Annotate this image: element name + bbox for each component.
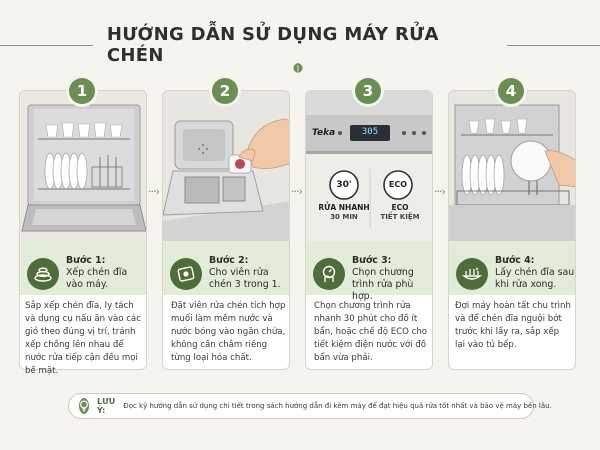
step-4-label: Bước 4: bbox=[495, 255, 535, 266]
step-2-heading: Bước 2: Cho viên rửa chén 3 trong 1. bbox=[209, 255, 289, 291]
step-1-heading: Bước 1: Xếp chén đĩa vào máy. bbox=[66, 255, 144, 291]
step-number-4: 4 bbox=[498, 78, 524, 104]
quick-30-icon: 30' bbox=[336, 180, 352, 190]
page-header: HƯỚNG DẪN SỬ DỤNG MÁY RỬA CHÉN bbox=[0, 24, 600, 66]
step-arrow-1: ···› bbox=[148, 185, 160, 198]
title-divider-left bbox=[0, 44, 93, 46]
note-label: LƯU Ý: bbox=[97, 397, 116, 415]
step-4-title: Lấy chén đĩa sau khi rửa xong. bbox=[495, 267, 575, 290]
step-4-heading: Bước 4: Lấy chén đĩa sau khi rửa xong. bbox=[495, 255, 575, 291]
quick-wash-label: RỬA NHANH bbox=[318, 203, 370, 212]
note-bar: LƯU Ý: Đọc kỹ hướng dẫn sử dụng chi tiết… bbox=[68, 393, 552, 419]
step-3-illustration: Teka 305 30' ECO RỬA NHANH 30 MIN ECO TI… bbox=[306, 91, 432, 243]
step-3-heading: Bước 3: Chọn chương trình rửa phù hợp. bbox=[352, 255, 434, 303]
step-1-title: Xếp chén đĩa vào máy. bbox=[66, 267, 128, 290]
step-1-illustration bbox=[20, 91, 146, 243]
leaf-icon bbox=[293, 63, 303, 73]
step-number-3: 3 bbox=[355, 78, 381, 104]
tablet-icon bbox=[170, 258, 202, 290]
step-2-label: Bước 2: bbox=[209, 255, 249, 266]
brand-logo: Teka bbox=[312, 128, 336, 138]
panel-display-readout: 305 bbox=[361, 127, 379, 137]
note-text: Đọc kỹ hướng dẫn sử dụng chi tiết trong … bbox=[123, 402, 552, 410]
clean-dishes-illustration bbox=[449, 91, 575, 243]
step-2-illustration bbox=[163, 91, 289, 243]
eco-icon: ECO bbox=[388, 180, 408, 189]
lightbulb-icon bbox=[79, 398, 89, 414]
step-card-1 bbox=[19, 90, 147, 370]
step-card-4 bbox=[448, 90, 576, 370]
dishwasher-loaded-illustration bbox=[20, 91, 146, 243]
step-card-2 bbox=[162, 90, 290, 370]
step-2-description: Đặt viên rửa chén tích hợp muối làm mềm … bbox=[171, 301, 286, 363]
step-3-title: Chọn chương trình rửa phù hợp. bbox=[352, 267, 414, 302]
page-title: HƯỚNG DẪN SỬ DỤNG MÁY RỬA CHÉN bbox=[106, 24, 439, 66]
step-number-2: 2 bbox=[212, 78, 238, 104]
step-1-description: Sắp xếp chén đĩa, ly tách và dụng cụ nấu… bbox=[25, 301, 141, 376]
step-arrow-2: ···› bbox=[291, 185, 303, 198]
step-3-label: Bước 3: bbox=[352, 255, 392, 266]
quick-wash-sub: 30 MIN bbox=[330, 213, 358, 221]
step-4-description: Đợi máy hoàn tất chu trình và để chén đĩ… bbox=[455, 301, 571, 350]
dishes-icon bbox=[27, 258, 59, 290]
step-number-1: 1 bbox=[69, 78, 95, 104]
step-4-illustration bbox=[449, 91, 575, 243]
step-arrow-3: ···› bbox=[434, 185, 446, 198]
step-1-label: Bước 1: bbox=[66, 255, 106, 266]
dial-hand-icon bbox=[313, 258, 345, 290]
eco-label: ECO bbox=[391, 203, 409, 212]
title-divider-right bbox=[507, 44, 600, 46]
step-3-description: Chọn chương trình rửa nhanh 30 phút cho … bbox=[314, 301, 428, 363]
eco-sub: TIẾT KIỆM bbox=[380, 213, 420, 221]
detergent-compartment-illustration bbox=[163, 91, 289, 243]
clean-dishes-icon bbox=[456, 258, 488, 290]
step-2-title: Cho viên rửa chén 3 trong 1. bbox=[209, 267, 281, 290]
